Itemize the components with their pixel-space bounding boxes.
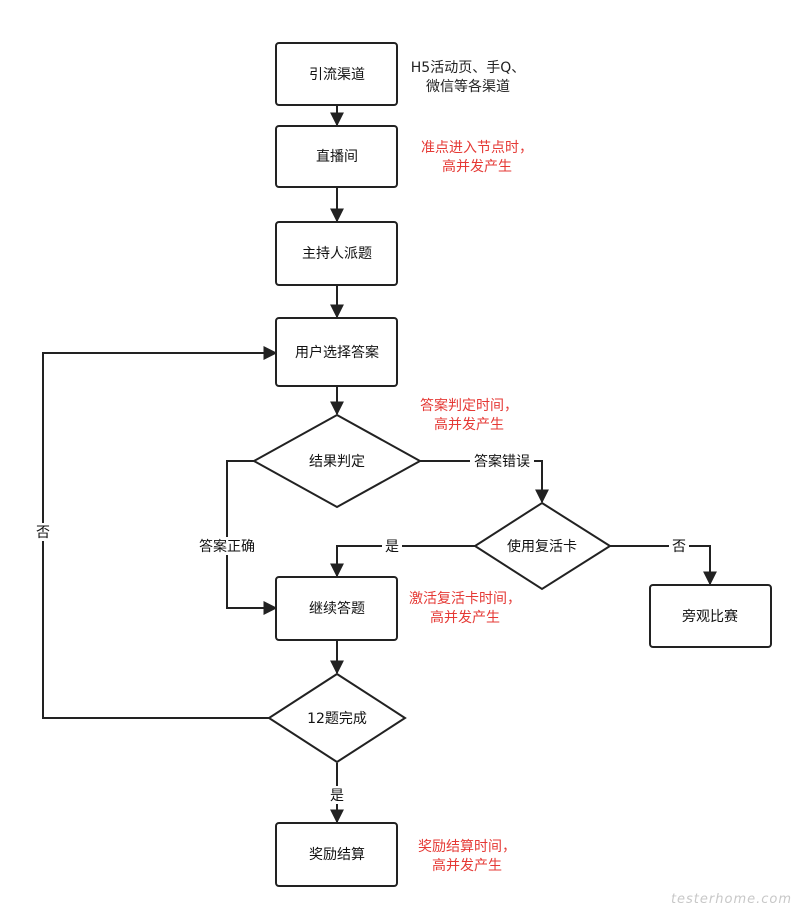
node-traffic: 引流渠道 [275,42,398,106]
note-continue: 激活复活卡时间， 高并发产生 [409,590,521,626]
node-continue: 继续答题 [275,576,398,641]
node-spectate: 旁观比赛 [649,584,772,648]
node-traffic-label: 引流渠道 [309,67,365,83]
note-live-room-line-1: 准点进入节点时， [421,140,533,156]
note-reward: 奖励结算时间， 高并发产生 [418,838,516,874]
edge-label-wrong-bg [470,452,534,470]
node-twelve-done: 12题完成 [267,672,407,764]
edge-label-yes-revive: 是 [385,539,399,555]
node-revive-card: 使用复活卡 [473,501,612,591]
edge-done-no-loop [42,346,278,719]
edge-judge-correct-to-continue [226,460,278,615]
node-user-choose: 用户选择答案 [275,317,398,387]
note-judge-line-1: 答案判定时间， [420,397,518,414]
edge-label-no-revive-bg [669,537,689,555]
edge-label-correct-bg [195,537,259,555]
note-continue-line-1: 激活复活卡时间， [409,590,521,607]
node-host-question-label: 主持人派题 [302,246,372,262]
note-live-room-line-2: 高并发产生 [442,158,512,175]
note-traffic-line-2: 微信等各渠道 [426,78,510,95]
edge-label-yes-revive-bg [382,537,402,555]
note-judge-line-2: 高并发产生 [434,416,504,433]
edge-label-no-revive: 否 [672,539,686,555]
note-judge: 答案判定时间， 高并发产生 [420,397,518,433]
node-revive-card-label: 使用复活卡 [507,538,577,555]
node-twelve-done-label: 12题完成 [307,711,367,727]
node-continue-label: 继续答题 [309,600,365,617]
node-live-room-label: 直播间 [316,148,358,165]
note-reward-line-2: 高并发产生 [432,857,502,874]
edge-label-correct: 答案正确 [199,538,255,555]
edge-label-wrong: 答案错误 [474,453,530,470]
node-reward: 奖励结算 [275,822,398,887]
edge-label-no-loop: 否 [36,525,50,541]
node-spectate-label: 旁观比赛 [682,608,738,625]
edge-revive-no-to-spectate [610,545,717,586]
node-judge: 结果判定 [251,413,423,509]
node-reward-label: 奖励结算 [309,846,365,863]
node-host-question: 主持人派题 [275,221,398,286]
node-user-choose-label: 用户选择答案 [295,344,379,361]
edge-judge-wrong-to-revive [420,460,549,504]
watermark: testerhome.com [671,892,792,907]
edge-label-no-loop-bg [33,523,53,541]
note-traffic-line-1: H5活动页、手Q、 [411,60,525,76]
node-judge-label: 结果判定 [309,454,365,470]
node-live-room: 直播间 [275,125,398,188]
edge-label-yes-done: 是 [330,788,344,804]
note-traffic: H5活动页、手Q、 微信等各渠道 [411,60,525,95]
note-continue-line-2: 高并发产生 [430,609,500,626]
note-reward-line-1: 奖励结算时间， [418,838,516,855]
edge-label-yes-done-bg [327,786,347,804]
note-live-room: 准点进入节点时， 高并发产生 [421,140,533,175]
edge-revive-yes-to-continue [330,545,475,578]
